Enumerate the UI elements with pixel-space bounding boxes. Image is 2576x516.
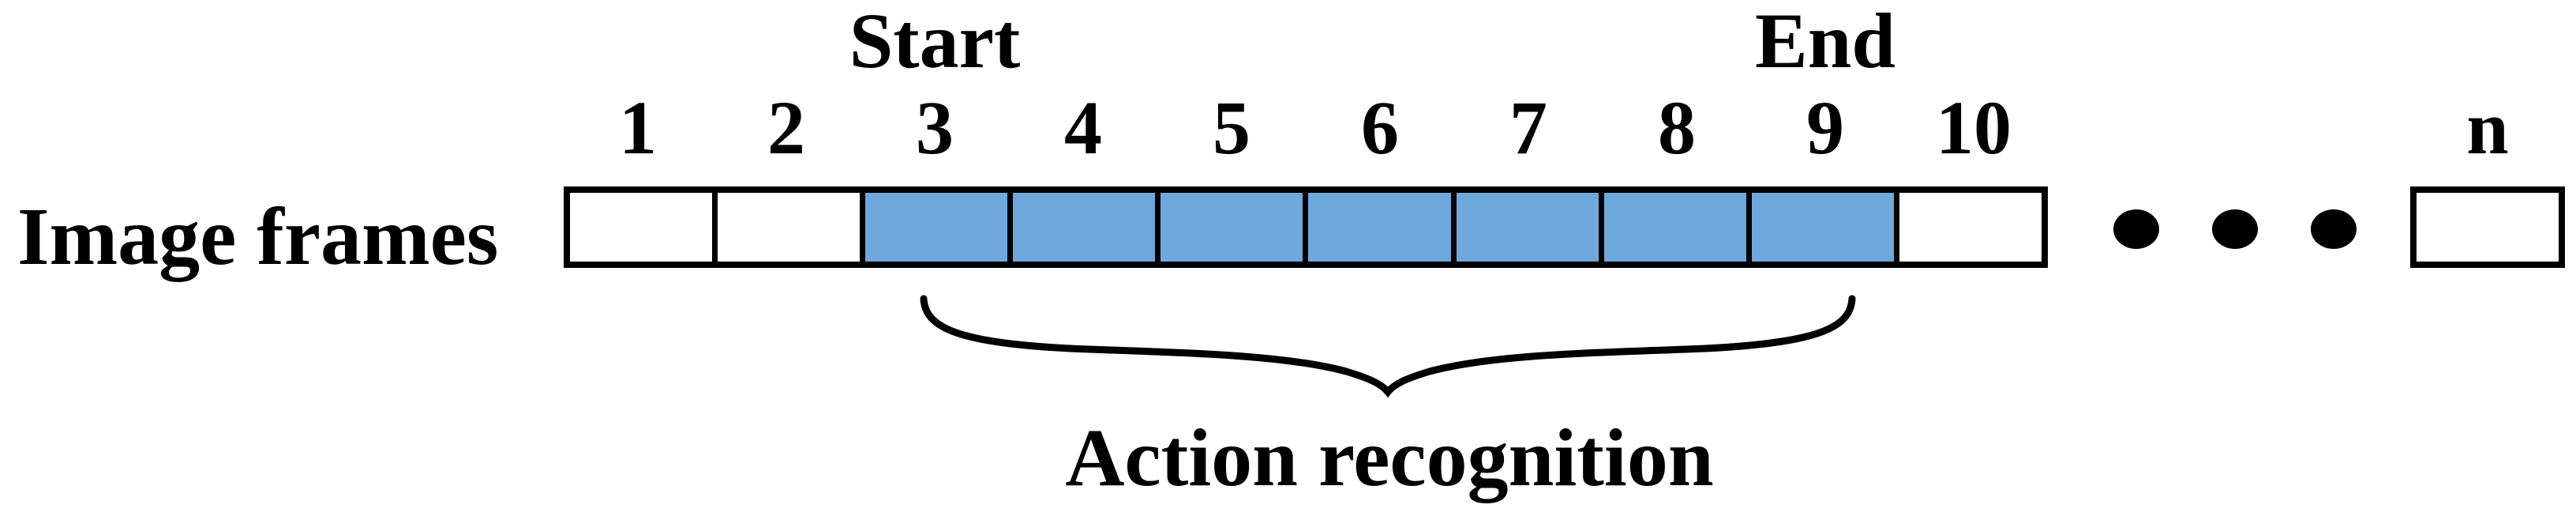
frame-cell-highlighted bbox=[1303, 193, 1451, 262]
nth-frame-cell bbox=[2410, 186, 2565, 268]
frame-strip bbox=[564, 186, 2048, 268]
frame-number: 3 bbox=[916, 85, 954, 170]
frame-number: 9 bbox=[1806, 85, 1844, 170]
frame-number: 4 bbox=[1064, 85, 1102, 170]
curly-brace-path bbox=[920, 295, 1856, 398]
end-label: End bbox=[1755, 0, 1895, 85]
frame-cell-highlighted bbox=[1155, 193, 1303, 262]
frame-cell bbox=[1893, 193, 2042, 262]
frame-cell-highlighted bbox=[860, 193, 1008, 262]
frame-number: 1 bbox=[619, 85, 657, 170]
frame-cell-highlighted bbox=[1598, 193, 1746, 262]
frame-number: 7 bbox=[1509, 85, 1547, 170]
frame-number: 10 bbox=[1936, 85, 2012, 170]
frame-number: 5 bbox=[1213, 85, 1251, 170]
frame-cell-highlighted bbox=[1007, 193, 1156, 262]
image-frames-label: Image frames bbox=[17, 191, 499, 282]
frame-cell-highlighted bbox=[1745, 193, 1894, 262]
curly-brace-graphic bbox=[920, 295, 1856, 398]
nth-frame-label: n bbox=[2466, 85, 2509, 170]
frame-number: 2 bbox=[767, 85, 805, 170]
frame-number: 6 bbox=[1361, 85, 1399, 170]
frame-cell bbox=[570, 193, 713, 262]
ellipsis-dot-icon bbox=[2113, 209, 2159, 249]
frame-number: 8 bbox=[1658, 85, 1696, 170]
ellipsis-dot-icon bbox=[2212, 209, 2258, 249]
ellipsis-dot-icon bbox=[2311, 209, 2357, 249]
frame-cell-highlighted bbox=[1450, 193, 1599, 262]
action-recognition-caption: Action recognition bbox=[1065, 412, 1714, 503]
start-label: Start bbox=[849, 0, 1021, 85]
frame-cell bbox=[712, 193, 861, 262]
